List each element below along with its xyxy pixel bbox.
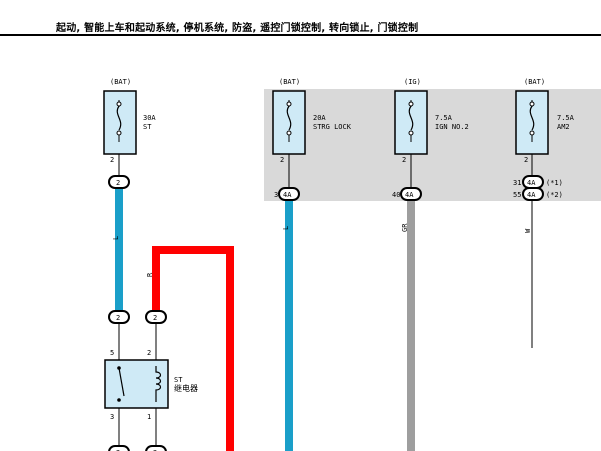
fuse-ign-no2-pin: 2 [402,156,406,164]
wire-gr [407,201,415,451]
wire-r [152,246,234,451]
fuse-st-pin: 2 [110,156,114,164]
header-divider [0,34,601,36]
connector-am2-2-label: 4A [527,191,536,199]
relay-pin-2: 2 [147,349,151,357]
relay-desc: 继电器 [174,383,198,393]
fuse-ign-no2: (IG) 7.5A IGN NO.2 2 40 4A [392,78,469,201]
relay-pin-1: 1 [147,413,151,421]
wire-l-right-label: L [282,226,290,230]
relay-name: ST [174,376,183,384]
fuse-strg-lock-connector-pin: 3 [274,191,278,199]
connector-mid-left-label: 2 [116,314,120,322]
fuse-strg-lock-source: (BAT) [279,78,300,86]
fuse-st-amps: 30A [143,114,156,122]
connector-ign-no2-label: 4A [405,191,414,199]
relay-pin-5: 5 [110,349,114,357]
fuse-ign-no2-name: IGN NO.2 [435,123,469,131]
connector-am2-2 [522,187,544,201]
fuse-strg-lock: (BAT) 20A STRG LOCK 2 3 4A [272,78,352,201]
wire-l-left [115,189,123,311]
fuse-strg-lock-name: STRG LOCK [313,123,352,131]
wire-l-left-label: L [112,236,120,240]
connector-bottom-left-label: 2 [116,449,120,451]
fuse-am2: (BAT) 7.5A AM2 2 31 4A (*1) 55 4A (*2) [513,78,575,201]
wire-gr-label: GR [401,223,409,232]
fuse-ign-no2-amps: 7.5A [435,114,453,122]
fuse-strg-lock-pin: 2 [280,156,284,164]
fuse-st: (BAT) 30A ST 2 2 [103,78,156,189]
page-header: 起动, 智能上车和起动系统, 停机系统, 防盗, 遥控门锁控制, 转向锁止, 门… [0,0,601,36]
connector-strg-lock [278,187,300,201]
fuse-st-source: (BAT) [110,78,131,86]
fuse-ign-no2-connector-pin: 40 [392,191,400,199]
fuse-am2-name: AM2 [557,123,570,131]
connector-mid-right-label: 2 [153,314,157,322]
connector-strg-lock-label: 4A [283,191,292,199]
connector-am2-2-pin: 55 [513,191,521,199]
fuse-am2-pin: 2 [524,156,528,164]
relay-st: 5 2 3 1 ST 继电器 [104,323,198,445]
connector-bottom-right [145,445,167,451]
fuse-am2-source: (BAT) [524,78,545,86]
connector-am2-2-note: (*2) [546,191,563,199]
fuse-ign-no2-source: (IG) [404,78,421,86]
fuse-strg-lock-amps: 20A [313,114,326,122]
connector-bottom-right-label: 2 [153,449,157,451]
connector-am2-1-note: (*1) [546,179,563,187]
relay-pin-3: 3 [110,413,114,421]
connector-st-top-label: 2 [116,179,120,187]
wire-w-label: W [524,228,532,233]
fuse-st-name: ST [143,123,152,131]
wire-l-right [285,201,293,451]
connector-st-top [108,175,130,189]
wire-r-label: R [146,272,154,277]
connector-bottom-left [108,445,130,451]
page-title: 起动, 智能上车和起动系统, 停机系统, 防盗, 遥控门锁控制, 转向锁止, 门… [56,23,419,34]
connector-ign-no2 [400,187,422,201]
connector-am2-1-pin: 31 [513,179,521,187]
fuse-am2-amps: 7.5A [557,114,575,122]
connector-am2-1-label: 4A [527,179,536,187]
